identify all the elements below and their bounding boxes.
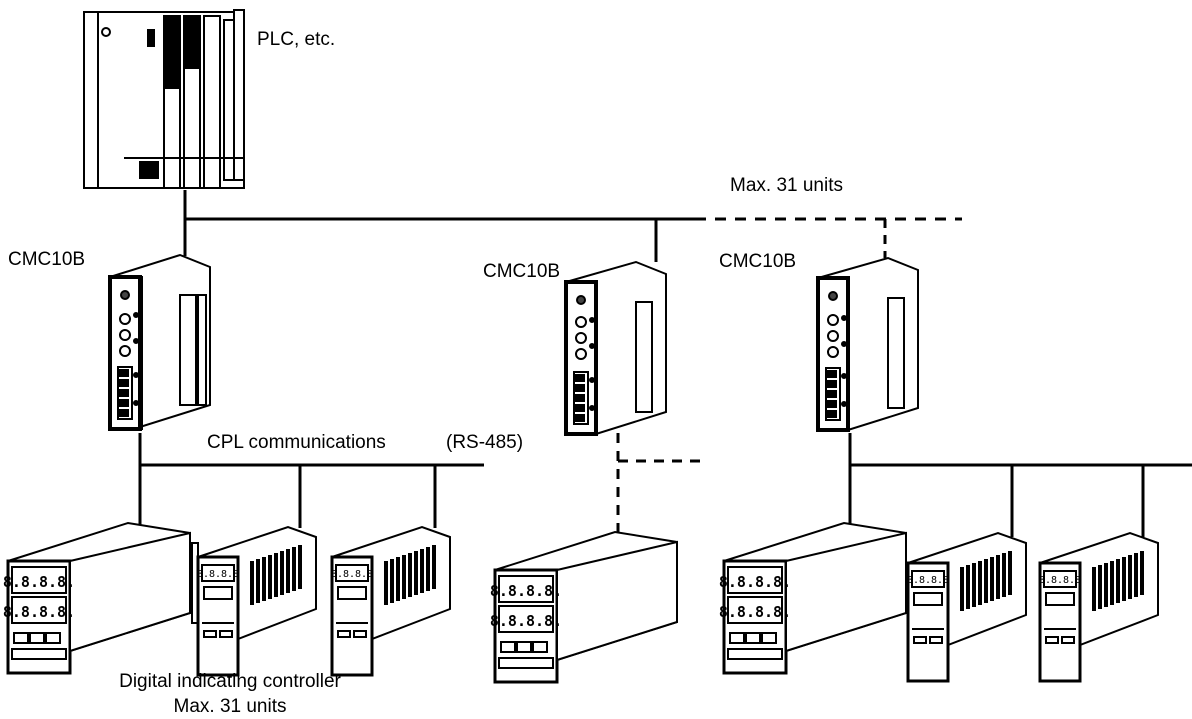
controller-large-right: 8.8.8.8. 8.8.8.8.: [719, 521, 907, 675]
cmc10b-middle-device: [564, 260, 667, 436]
svg-text:8.8.8.8.: 8.8.8.8.: [490, 612, 562, 630]
cmc10b-right-device: [816, 256, 919, 432]
svg-text:8.8.8.8.: 8.8.8.8.: [719, 573, 791, 591]
max-units-top-label: Max. 31 units: [730, 175, 843, 196]
svg-text:8.8.8.8: 8.8.8.8: [331, 569, 373, 580]
cmc-left-label: CMC10B: [8, 249, 86, 270]
controller-small-3: 8.8.8.8: [906, 531, 1027, 683]
controller-small-4: 8.8.8.8: [1038, 531, 1159, 683]
display-digits-pv: 8.8.8.8.: [3, 573, 75, 591]
plc-label: PLC, etc.: [257, 29, 336, 50]
cmc10b-left-device: [108, 253, 211, 431]
svg-text:8.8.8.8: 8.8.8.8: [907, 575, 949, 586]
plc-device: [83, 9, 245, 189]
controller-large-left: 8.8.8.8. 8.8.8.8.: [3, 521, 199, 675]
display-digits-sv: 8.8.8.8.: [3, 603, 75, 621]
controller-small-1: 8.8.8.8: [196, 525, 317, 677]
controller-small-2: 8.8.8.8: [330, 525, 451, 677]
rs485-label: (RS-485): [446, 432, 524, 453]
svg-text:8.8.8.8.: 8.8.8.8.: [490, 582, 562, 600]
controller-caption-line2: Max. 31 units: [173, 696, 287, 717]
svg-text:8.8.8.8: 8.8.8.8: [1039, 575, 1081, 586]
svg-text:8.8.8.8: 8.8.8.8: [197, 569, 239, 580]
controller-caption-line1: Digital indicating controller: [119, 671, 341, 692]
svg-text:8.8.8.8.: 8.8.8.8.: [719, 603, 791, 621]
cpl-communications-label: CPL communications: [207, 432, 386, 453]
cmc-right-label: CMC10B: [719, 251, 797, 272]
controller-large-middle: 8.8.8.8. 8.8.8.8.: [490, 530, 678, 684]
cmc-middle-label: CMC10B: [483, 261, 561, 282]
